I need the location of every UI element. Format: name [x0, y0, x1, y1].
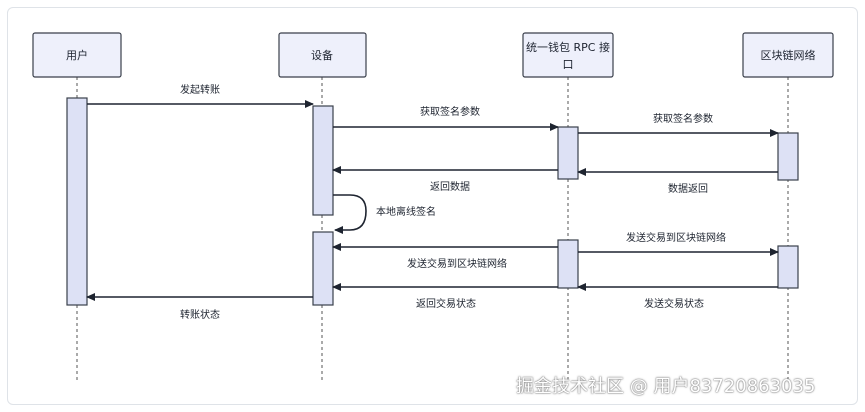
participant-user: 用户 [32, 32, 122, 78]
activation-chain-1 [777, 132, 799, 181]
activation-user [66, 97, 88, 306]
label-send-tx-status: 发送交易状态 [644, 297, 704, 310]
watermark-text: 掘金技术社区 @ 用户83720863035 [516, 376, 816, 397]
label-initiate-transfer: 发起转账 [180, 83, 220, 96]
diagram-frame [7, 7, 858, 405]
participant-device: 设备 [278, 32, 367, 78]
arrow-local-offline-sign [333, 194, 367, 234]
activation-rpc-1 [557, 126, 579, 180]
label-return-data: 返回数据 [430, 180, 470, 193]
participant-chain-label: 区块链网络 [761, 48, 816, 62]
participant-rpc-label-line1: 统一钱包 RPC 接 [526, 40, 610, 54]
activation-rpc-2 [557, 239, 579, 289]
label-get-sign-params-1: 获取签名参数 [420, 105, 480, 118]
label-transfer-status: 转账状态 [180, 308, 220, 321]
participant-rpc-label-line2: 口 [563, 58, 574, 71]
activation-chain-2 [777, 245, 799, 289]
label-send-tx-1: 发送交易到区块链网络 [407, 257, 507, 270]
label-local-offline-sign: 本地离线签名 [376, 205, 436, 218]
participant-device-label: 设备 [311, 48, 333, 62]
participant-user-label: 用户 [66, 48, 88, 62]
label-send-tx-2: 发送交易到区块链网络 [626, 231, 726, 244]
participant-chain: 区块链网络 [742, 32, 834, 78]
label-return-tx-status: 返回交易状态 [416, 297, 476, 310]
participant-rpc: 统一钱包 RPC 接 口 [522, 32, 614, 78]
activation-device-2 [312, 231, 334, 306]
label-data-return: 数据返回 [668, 182, 708, 195]
activation-device-1 [312, 105, 334, 216]
label-get-sign-params-2: 获取签名参数 [653, 112, 713, 125]
